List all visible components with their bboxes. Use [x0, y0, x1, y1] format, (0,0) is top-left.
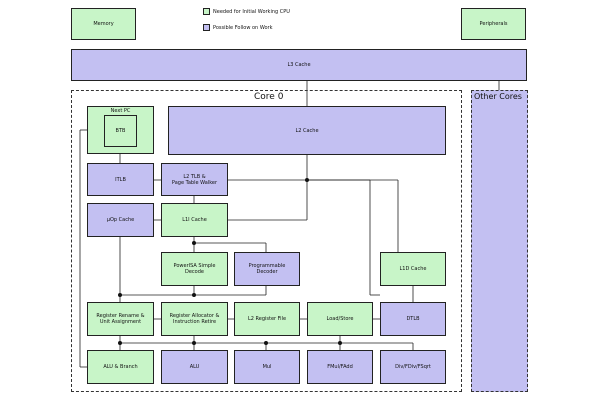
junction-dot [338, 341, 342, 345]
other-cores-title: Other Cores [474, 92, 522, 101]
powerisa-decode-box: PowerISA Simple Decode [161, 252, 228, 286]
itlb-box: ITLB [87, 163, 154, 196]
junction-dot [118, 341, 122, 345]
junction-dot [264, 341, 268, 345]
peripherals-box: Peripherals [461, 8, 526, 40]
core-0-container [71, 90, 462, 392]
other-cores-container [471, 90, 528, 392]
core-0-title: Core 0 [254, 92, 284, 102]
legend-future-swatch [203, 24, 210, 31]
legend-needed-label: Needed for Initial Working CPU [213, 9, 290, 15]
register-allocator-box: Register Allocator & Instruction Retire [161, 302, 228, 336]
btb-box: BTB [104, 115, 137, 147]
junction-dots [118, 178, 342, 345]
fmul-fadd-box: FMul/FAdd [307, 350, 373, 384]
junction-dot [192, 341, 196, 345]
memory-box: Memory [71, 8, 136, 40]
mul-box: Mul [234, 350, 300, 384]
l2-cache-box: L2 Cache [168, 106, 446, 155]
load-store-box: Load/Store [307, 302, 373, 336]
legend-future-label: Possible Follow on Work [213, 25, 273, 31]
programmable-decoder-box: Programmable Decoder [234, 252, 300, 286]
alu-branch-box: ALU & Branch [87, 350, 154, 384]
l2-tlb-box: L2 TLB & Page Table Walker [161, 163, 228, 196]
junction-dot [305, 178, 309, 182]
l1i-cache-box: L1I Cache [161, 203, 228, 237]
l3-cache-box: L3 Cache [71, 49, 527, 81]
legend-needed-swatch [203, 8, 210, 15]
l1d-cache-box: L1D Cache [380, 252, 446, 286]
register-rename-box: Register Rename & Unit Assignment [87, 302, 154, 336]
junction-dot [192, 293, 196, 297]
next-pc-label: Next PC [110, 108, 131, 114]
alu-box: ALU [161, 350, 228, 384]
l2-register-file-box: L2 Register File [234, 302, 300, 336]
junction-dot [192, 241, 196, 245]
junction-dot [118, 293, 122, 297]
div-fdiv-fsqrt-box: Div/FDiv/FSqrt [380, 350, 446, 384]
dtlb-box: DTLB [380, 302, 446, 336]
uop-cache-box: µOp Cache [87, 203, 154, 237]
